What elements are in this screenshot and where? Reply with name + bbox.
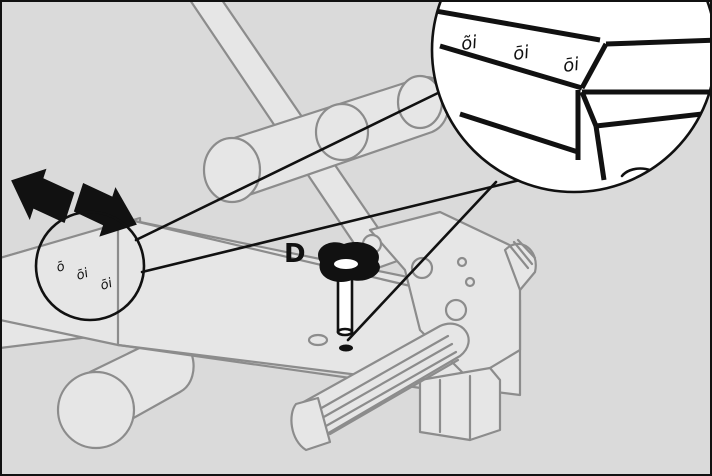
zoom-hole-mark-3: ōi	[562, 54, 581, 77]
locking-knob-icon	[318, 242, 380, 337]
callout-lines	[134, 90, 522, 342]
zoom-detail: õi ōi ōi	[430, 0, 712, 194]
foot-grip	[290, 322, 470, 452]
zoom-circle-outline	[430, 0, 712, 194]
square-tube	[418, 366, 502, 442]
pivot-bracket	[361, 210, 537, 382]
hole-mark-2: ōi	[75, 266, 91, 284]
zoom-hole-mark-1: õi	[460, 32, 479, 55]
detail-callout-circle	[34, 210, 146, 322]
knob-hole	[339, 344, 353, 352]
hole-markings: ō ōi ōi	[55, 259, 115, 294]
adjustment-hole	[307, 333, 329, 347]
part-label-d: D	[284, 239, 306, 269]
zoom-hole-mark-2: ōi	[512, 42, 531, 65]
hole-mark-3: ōi	[99, 276, 115, 294]
